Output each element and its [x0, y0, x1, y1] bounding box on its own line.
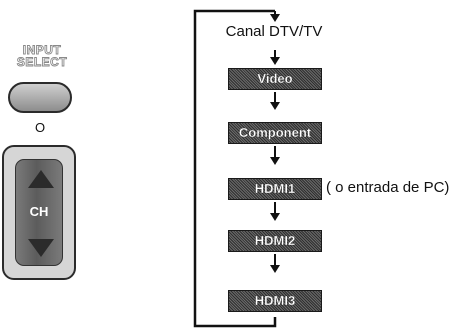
flow-node-component: Component: [228, 122, 322, 144]
loop-frame-line: [193, 9, 277, 328]
flow-arrowhead: [270, 57, 280, 65]
flow-arrow-shaft: [274, 50, 276, 58]
channel-down-icon[interactable]: [28, 239, 54, 257]
flow-arrowhead: [270, 265, 280, 273]
input-select-label-line2: SELECT: [16, 55, 68, 69]
input-select-label-line1: INPUT: [22, 43, 62, 57]
flow-node-hdmi1: HDMI1: [228, 178, 322, 200]
flow-node-hdmi3: HDMI3: [228, 290, 322, 312]
flow-node-video: Video: [228, 68, 322, 90]
channel-rocker-inner: CH: [15, 159, 63, 266]
loop-entry-arrowhead: [270, 14, 280, 22]
hdmi1-pc-note: ( o entrada de PC): [326, 179, 450, 196]
channel-rocker[interactable]: CH: [2, 145, 76, 280]
flow-arrowhead: [270, 157, 280, 165]
flow-arrow-shaft: [274, 202, 276, 214]
input-select-label: INPUT SELECT: [4, 43, 80, 69]
flow-arrowhead: [270, 102, 280, 110]
channel-label: CH: [29, 204, 49, 219]
flow-arrowhead: [270, 213, 280, 221]
flow-arrow-shaft: [274, 92, 276, 103]
flow-start-label: Canal DTV/TV: [225, 23, 323, 40]
input-select-button[interactable]: [8, 82, 72, 113]
flow-arrow-shaft: [274, 254, 276, 266]
flow-arrow-shaft: [274, 146, 276, 158]
channel-up-icon[interactable]: [28, 170, 54, 188]
or-label: O: [34, 120, 46, 135]
flow-node-hdmi2: HDMI2: [228, 230, 322, 252]
